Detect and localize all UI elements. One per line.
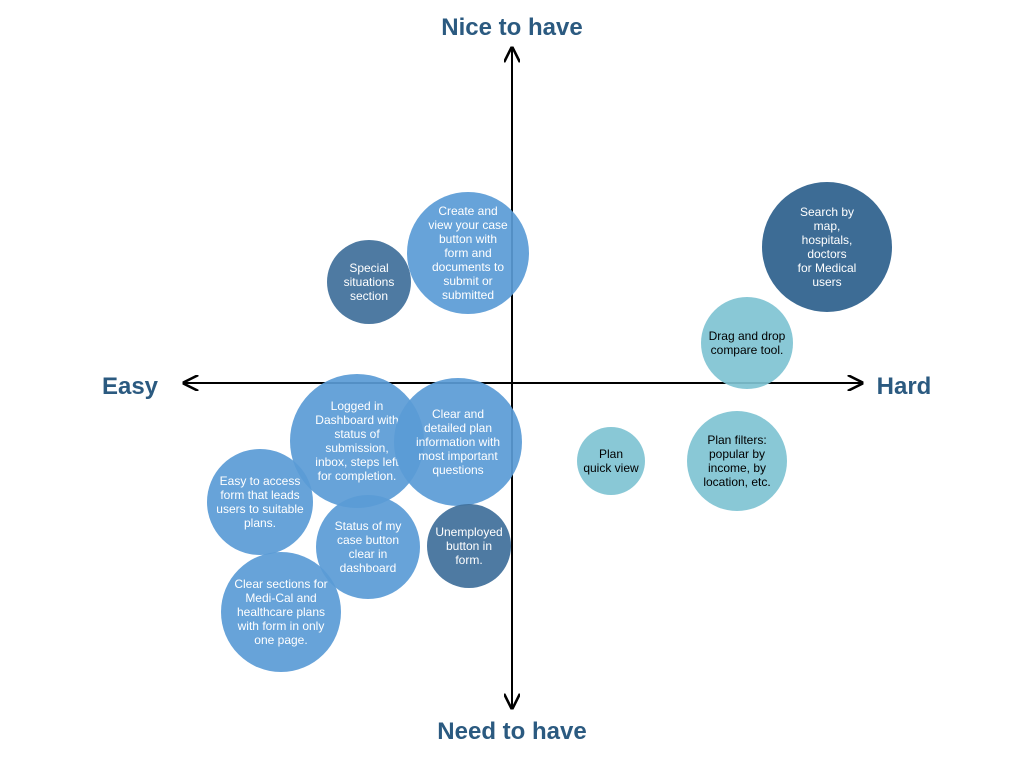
bubble-label-line: information with [416, 435, 500, 449]
bubble-label-line: popular by [709, 447, 765, 461]
bubble-label-line: form that leads [220, 488, 299, 502]
bubble-circle [221, 552, 341, 672]
bubble-circle [701, 297, 793, 389]
bubble-label-line: most important [418, 449, 498, 463]
bubble-label-line: Plan [599, 447, 623, 461]
bubble-label-line: Drag and drop [709, 329, 786, 343]
bubble-label-line: Create and [438, 204, 497, 218]
bubble-label-line: Easy to access [220, 474, 301, 488]
bubble-label-line: documents to [432, 260, 504, 274]
bubble-circle [327, 240, 411, 324]
axis-label-bottom: Need to have [437, 718, 586, 745]
bubble-label-line: with form in only [237, 619, 325, 633]
bubble-label-line: for Medical [798, 261, 857, 275]
bubble-label-line: doctors [807, 247, 846, 261]
bubble-label-line: hospitals, [802, 233, 853, 247]
axis-label-right: Hard [877, 373, 932, 400]
bubble-label-line: Dashboard with [315, 413, 398, 427]
bubble-label-line: dashboard [340, 561, 397, 575]
bubble-label-line: healthcare plans [237, 605, 325, 619]
bubble-label-line: questions [432, 463, 483, 477]
bubble-label-line: for completion. [318, 469, 397, 483]
bubble-label-line: button with [439, 232, 497, 246]
bubble-label-line: case button [337, 533, 399, 547]
bubble-label-line: users [812, 275, 841, 289]
bubble-label-line: income, by [708, 461, 766, 475]
bubble-circle [687, 411, 787, 511]
bubble-label-line: Plan filters: [707, 433, 766, 447]
bubble-label-line: quick view [583, 461, 639, 475]
bubble-label-line: map, [814, 219, 841, 233]
bubble-circle [207, 449, 313, 555]
bubble-label-line: Special [349, 261, 388, 275]
bubble-label-line: submit or [443, 274, 492, 288]
bubble-label-line: Unemployed [435, 525, 502, 539]
bubble-label-line: location, etc. [703, 475, 770, 489]
bubble-circle [427, 504, 511, 588]
bubble-circle [407, 192, 529, 314]
bubble-label-line: inbox, steps left [315, 455, 399, 469]
bubble-label-line: clear in [349, 547, 388, 561]
bubble-label-line: Clear sections for [234, 577, 327, 591]
bubble-label-line: compare tool. [711, 343, 784, 357]
bubble-circle [394, 378, 522, 506]
bubble-label-line: users to suitable [216, 502, 304, 516]
bubble-circle [762, 182, 892, 312]
axis-label-left: Easy [102, 373, 159, 400]
bubble-circle [316, 495, 420, 599]
bubble-label-line: detailed plan [424, 421, 492, 435]
bubble-label-line: situations [344, 275, 395, 289]
bubble-label-line: view your case [428, 218, 508, 232]
bubble-label-line: form and [444, 246, 491, 260]
axis-label-top: Nice to have [441, 14, 582, 41]
bubble-circle [577, 427, 645, 495]
bubble-label-line: section [350, 289, 388, 303]
bubble-label-line: submitted [442, 288, 494, 302]
bubble-label-line: Search by [800, 205, 854, 219]
bubble-label-line: plans. [244, 516, 276, 530]
bubble-label-line: Status of my [335, 519, 402, 533]
bubble-circle [290, 374, 424, 508]
bubble-label-line: Clear and [432, 407, 484, 421]
bubble-label-line: submission, [325, 441, 388, 455]
bubble-label-line: status of [334, 427, 380, 441]
bubble-label-line: Logged in [331, 399, 384, 413]
bubble-label-line: one page. [254, 633, 307, 647]
bubble-label-line: Medi-Cal and [245, 591, 316, 605]
bubble-label-line: button in [446, 539, 492, 553]
bubble-label-line: form. [455, 553, 482, 567]
